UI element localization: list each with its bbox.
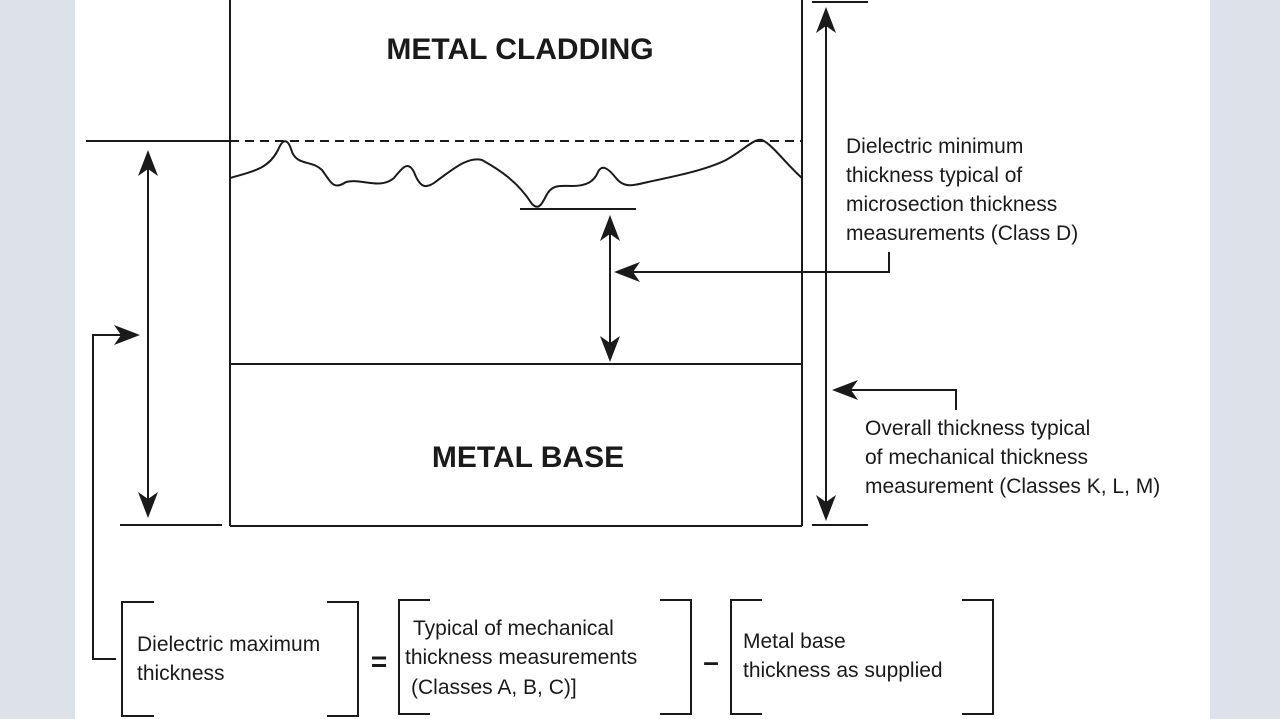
min-annotation-leader-arrow [614,262,640,282]
min-annotation-leader [628,252,890,273]
overall-annotation-line-3: measurement (Classes K, L, M) [865,475,1160,498]
overall-annotation-line-2: of mechanical thickness [865,446,1088,469]
term3-text: Metal base thickness as supplied [743,630,943,682]
overall-thickness-arrow-top [816,7,836,33]
equals-sign: = [371,646,387,677]
term1-line-1: Dielectric maximum [137,633,320,656]
term2-line-1: Typical of mechanical [413,617,614,640]
overall-annotation-leader [846,389,957,410]
term3-line-1: Metal base [743,630,846,653]
equation-leader [92,334,124,660]
term1-right-bracket [327,601,359,717]
min-thickness-arrow-bottom [600,336,620,362]
term3-line-2: thickness as supplied [743,659,943,682]
max-thickness-arrow-bottom [138,492,158,518]
term2-line-3: (Classes A, B, C)] [411,676,577,699]
equation-leader-arrow [114,325,140,345]
cladding-label: METAL CLADDING [386,33,653,66]
term3-left-bracket [730,599,762,715]
min-thickness-arrow-top [600,215,620,241]
min-annotation-line-2: thickness typical of [846,164,1022,187]
interface-profile [229,138,803,208]
term1-line-2: thickness [137,662,225,685]
term3-right-bracket [962,599,994,715]
min-annotation-text: Dielectric minimum thickness typical of … [846,135,1078,245]
term1-text: Dielectric maximum thickness [137,633,326,685]
min-annotation-line-4: measurements (Class D) [846,222,1078,245]
max-thickness-arrow-top [138,150,158,176]
term2-left-bracket [398,599,430,715]
overall-annotation-leader-arrow [832,380,858,400]
base-label: METAL BASE [432,441,624,474]
diagram-paper [75,0,1210,719]
term2-right-bracket [660,599,692,715]
term1-left-bracket [121,601,154,717]
overall-annotation-line-1: Overall thickness typical [865,417,1090,440]
term2-line-2: thickness measurements [405,646,637,669]
min-annotation-line-3: microsection thickness [846,193,1057,216]
overall-annotation-text: Overall thickness typical of mechanical … [865,417,1160,498]
min-annotation-line-1: Dielectric minimum [846,135,1023,158]
term2-text: Typical of mechanical thickness measurem… [405,617,643,699]
minus-sign: – [703,646,719,677]
overall-thickness-arrow-bottom [816,495,836,521]
